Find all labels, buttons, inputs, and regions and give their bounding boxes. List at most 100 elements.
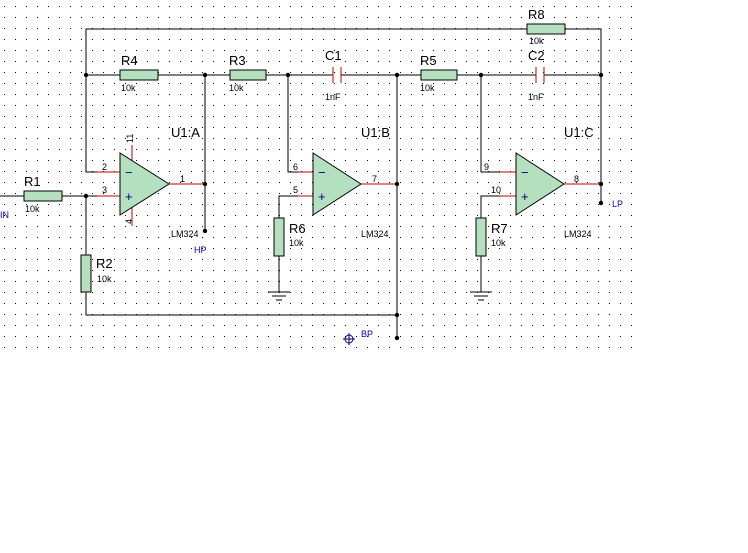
grid-dot — [389, 303, 390, 304]
grid-dot — [411, 336, 412, 337]
grid-dot — [631, 204, 632, 205]
grid-dot — [620, 17, 621, 18]
opamp-u1a[interactable]: − + 2 3 1 11 4 U1:A LM324 — [97, 125, 205, 239]
grid-dot — [510, 149, 511, 150]
grid-dot — [400, 138, 401, 139]
grid-dot — [323, 50, 324, 51]
grid-dot — [312, 325, 313, 326]
grid-dot — [389, 17, 390, 18]
grid-dot — [488, 149, 489, 150]
grid-dot — [114, 160, 115, 161]
resistor-r6[interactable]: R6 10k — [273, 217, 306, 257]
grid-dot — [609, 116, 610, 117]
resistor-r1[interactable]: R1 10k — [23, 174, 63, 214]
grid-dot — [147, 39, 148, 40]
resistor-r4[interactable]: R4 10k — [119, 53, 159, 93]
grid-dot — [598, 281, 599, 282]
grid-dot — [70, 160, 71, 161]
grid-dot — [499, 61, 500, 62]
grid-dot — [334, 226, 335, 227]
grid-dot — [15, 149, 16, 150]
capacitor-c2[interactable]: C2 1nF — [528, 48, 545, 102]
grid-dot — [587, 171, 588, 172]
grid-dot — [356, 105, 357, 106]
grid-dot — [15, 127, 16, 128]
grid-dot — [422, 303, 423, 304]
grid-dot — [268, 72, 269, 73]
grid-dot — [444, 182, 445, 183]
grid-dot — [609, 160, 610, 161]
grid-dot — [290, 281, 291, 282]
grid-dot — [389, 72, 390, 73]
grid-dot — [81, 204, 82, 205]
grid-dot — [301, 50, 302, 51]
resistor-r3[interactable]: R3 10k — [229, 53, 267, 93]
grid-dot — [620, 281, 621, 282]
grid-dot — [400, 193, 401, 194]
resistor-r2[interactable]: R2 10k — [80, 254, 113, 293]
grid-dot — [312, 50, 313, 51]
grid-dot — [477, 94, 478, 95]
grid-dot — [455, 193, 456, 194]
grid-dot — [158, 270, 159, 271]
grid-dot — [400, 259, 401, 260]
grid-dot — [499, 204, 500, 205]
grid-dot — [466, 83, 467, 84]
grid-dot — [433, 215, 434, 216]
grid-dot — [587, 303, 588, 304]
grid-dot — [268, 336, 269, 337]
grid-dot — [532, 138, 533, 139]
grid-dot — [81, 83, 82, 84]
opamp-u1b[interactable]: − + 6 5 7 U1:B LM324 — [293, 125, 397, 239]
grid-dot — [125, 138, 126, 139]
grid-dot — [356, 347, 357, 348]
grid-dot — [477, 39, 478, 40]
grid-dot — [488, 347, 489, 348]
capacitor-c1[interactable]: C1 1nF — [325, 48, 342, 102]
grid-dot — [59, 248, 60, 249]
grid-dot — [224, 94, 225, 95]
grid-dot — [15, 138, 16, 139]
grid-dot — [246, 226, 247, 227]
grid-dot — [378, 83, 379, 84]
grid-dot — [543, 204, 544, 205]
opamp-u1c[interactable]: − + 9 10 8 U1:C LM324 — [484, 125, 601, 239]
grid-dot — [521, 237, 522, 238]
grid-dot — [257, 347, 258, 348]
grid-dot — [433, 39, 434, 40]
resistor-r8[interactable]: R8 10k — [526, 7, 566, 46]
grid-dot — [37, 160, 38, 161]
grid-dot — [389, 83, 390, 84]
grid-dot — [202, 237, 203, 238]
grid-dot — [169, 259, 170, 260]
grid-dot — [367, 50, 368, 51]
grid-dot — [400, 105, 401, 106]
grid-dot — [257, 171, 258, 172]
grid-dot — [554, 138, 555, 139]
grid-dot — [499, 347, 500, 348]
grid-dot — [70, 292, 71, 293]
grid-dot — [257, 193, 258, 194]
grid-dot — [301, 193, 302, 194]
grid-dot — [48, 215, 49, 216]
grid-dot — [345, 215, 346, 216]
grid-dot — [26, 171, 27, 172]
r3-value: 10k — [229, 83, 244, 93]
grid-dot — [345, 160, 346, 161]
grid-dot — [356, 204, 357, 205]
grid-dot — [521, 270, 522, 271]
grid-dot — [147, 325, 148, 326]
resistor-r7[interactable]: R7 10k — [475, 217, 508, 257]
grid-dot — [334, 160, 335, 161]
grid-dot — [224, 17, 225, 18]
grid-dot — [334, 61, 335, 62]
grid-dot — [389, 39, 390, 40]
grid-dot — [224, 215, 225, 216]
resistor-r5[interactable]: R5 10k — [420, 53, 458, 93]
grid-dot — [499, 292, 500, 293]
grid-dot — [180, 270, 181, 271]
probe-icon[interactable] — [343, 333, 355, 345]
grid-dot — [37, 248, 38, 249]
grid-dot — [323, 325, 324, 326]
grid-dot — [290, 204, 291, 205]
